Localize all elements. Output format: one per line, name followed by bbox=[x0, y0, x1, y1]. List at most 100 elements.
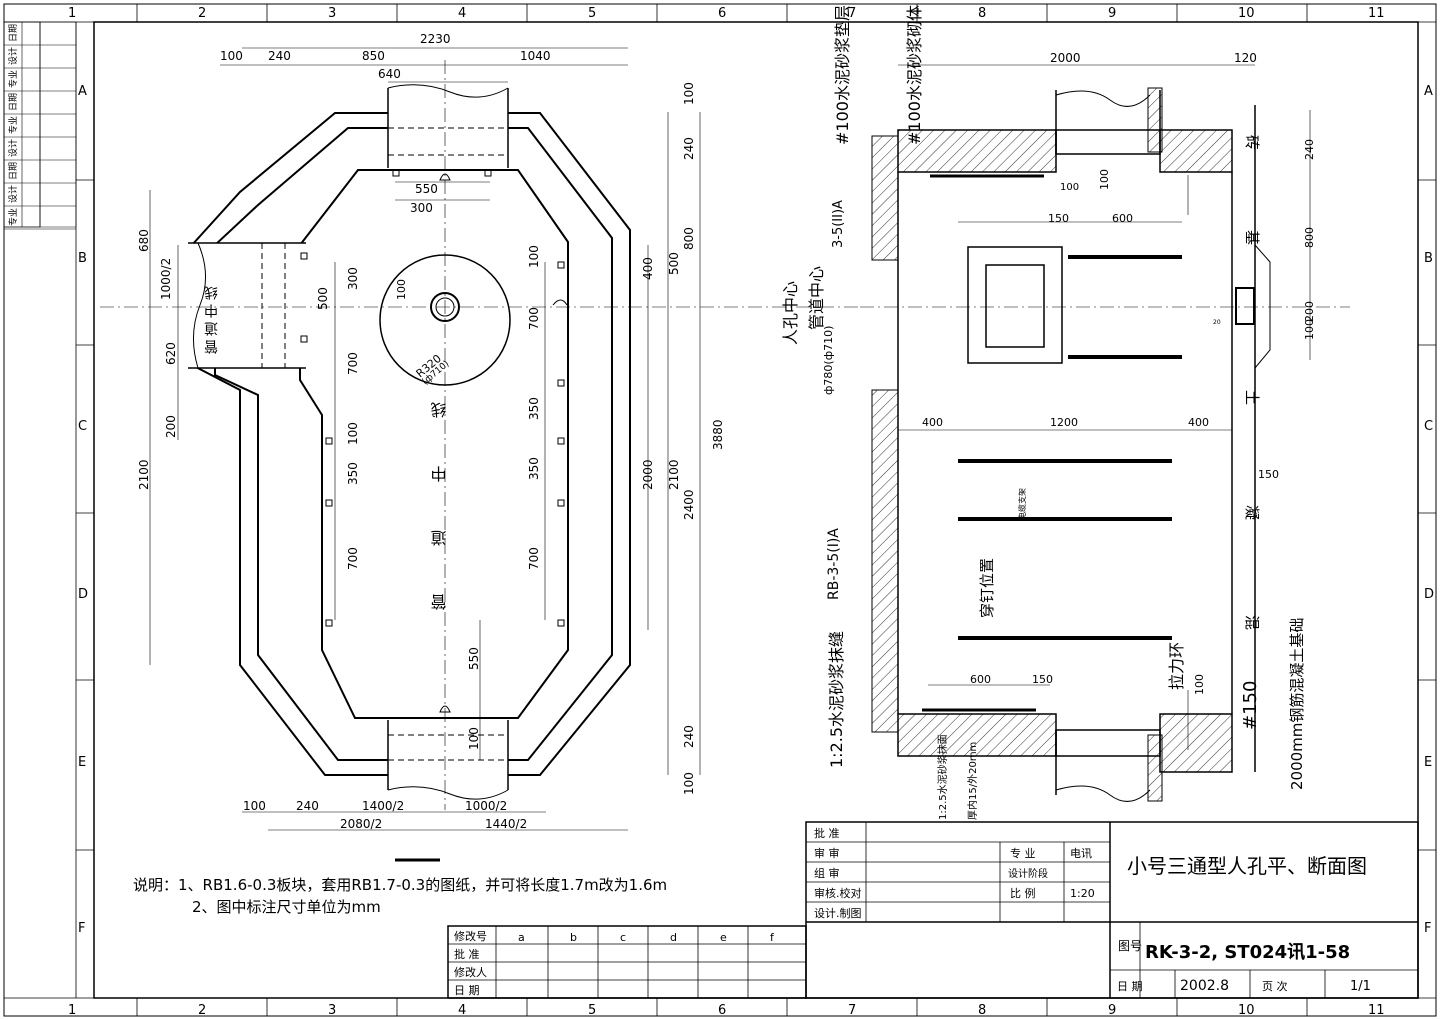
row-letter-right: E bbox=[1424, 755, 1432, 770]
plan-bottom-dim: 1400/2 bbox=[362, 799, 404, 813]
revision-row-label: 修改人 bbox=[454, 965, 487, 979]
plan-inner-dimensions: 5503003005007001003507001007003503507005… bbox=[316, 182, 681, 750]
col-number-bottom: 9 bbox=[1108, 1003, 1116, 1018]
revision-row-label: 修改号 bbox=[454, 929, 487, 943]
drawing-number: RK-3-2, ST024讯1-58 bbox=[1145, 942, 1350, 963]
section-label: RB-3-5(I)A bbox=[826, 528, 842, 600]
tb-drawing-no-label: 图号 bbox=[1118, 939, 1142, 953]
row-letter-left: E bbox=[78, 755, 86, 770]
plan-inner-dim: 350 bbox=[527, 397, 541, 420]
row-letter-left: F bbox=[78, 921, 85, 936]
plan-inner-dim: 350 bbox=[527, 457, 541, 480]
plan-top-dim: 1040 bbox=[520, 49, 551, 63]
col-number-top: 10 bbox=[1238, 6, 1255, 21]
plan-bottom-dim: 240 bbox=[296, 799, 319, 813]
plan-inner-dim: 700 bbox=[346, 352, 360, 375]
section-dim: 400 bbox=[1188, 416, 1209, 429]
section-dim: 100 bbox=[1303, 319, 1316, 340]
plan-inner-dim: 700 bbox=[527, 547, 541, 570]
plan-inner-dim: 100 bbox=[527, 245, 541, 268]
tb-role: 组 审 bbox=[814, 866, 840, 880]
plan-bottom-dim: 100 bbox=[243, 799, 266, 813]
plan-inner-dim: 550 bbox=[415, 182, 438, 196]
note-line-2: 2、图中标注尺寸单位为mm bbox=[192, 898, 381, 916]
strip-label: 日期 bbox=[8, 162, 19, 180]
tb-page-label: 页 次 bbox=[1262, 979, 1288, 993]
section-dim: 100 bbox=[1060, 182, 1079, 193]
plan-bottom-dim: 1440/2 bbox=[485, 817, 527, 831]
tb-scale-label: 比 例 bbox=[1010, 886, 1036, 900]
revision-col-label: d bbox=[670, 931, 677, 944]
section-manhole-frame bbox=[967, 246, 1063, 364]
note-line-1: 说明：1、RB1.6-0.3板块，套用RB1.7-0.3的图纸，并可将长度1.7… bbox=[133, 876, 667, 894]
plan-inner-dim: 300 bbox=[410, 201, 433, 215]
col-number-top: 3 bbox=[328, 6, 336, 21]
section-label: 2000mm钢筋混凝土基础 bbox=[1288, 618, 1306, 790]
section-top-dim: 2000 bbox=[1050, 51, 1081, 65]
section-dim: 800 bbox=[1303, 227, 1316, 248]
strip-label: 专业 bbox=[7, 70, 19, 88]
revision-col-label: a bbox=[518, 931, 525, 944]
row-letter-right: C bbox=[1424, 419, 1433, 434]
plan-left-dim: 680 bbox=[137, 229, 151, 252]
tb-role: 审 审 bbox=[814, 846, 840, 860]
col-number-bottom: 6 bbox=[718, 1003, 726, 1018]
section-dim: 200 bbox=[1303, 301, 1316, 322]
col-number-bottom: 8 bbox=[978, 1003, 986, 1018]
section-label: #100水泥砂浆垫层 bbox=[833, 5, 852, 145]
section-dim: 400 bbox=[922, 416, 943, 429]
section-dim: 1200 bbox=[1050, 416, 1078, 429]
section-dim: 600 bbox=[970, 673, 991, 686]
section-label: 1:2.5水泥砂浆抹缝 bbox=[827, 631, 846, 768]
plan-inner-dim: 100 bbox=[467, 727, 481, 750]
plan-inner-dim: 400 bbox=[641, 257, 655, 280]
section-label: 穿钉位置 bbox=[978, 558, 996, 618]
section-label: 厚内15/外20mm bbox=[966, 742, 979, 820]
strip-label: 设计 bbox=[7, 139, 19, 157]
plan-pipe-label: 1000/2 bbox=[159, 258, 173, 300]
section-label: 砖 bbox=[1243, 135, 1261, 150]
col-number-bottom: 1 bbox=[68, 1003, 76, 1018]
section-bottom-slab bbox=[897, 713, 1057, 757]
plan-outer-wall bbox=[191, 112, 631, 776]
drawing-title: 小号三通型人孔平、断面图 bbox=[1127, 854, 1367, 878]
col-number-top: 2 bbox=[198, 6, 206, 21]
section-dim: 20 bbox=[1213, 319, 1221, 326]
plan-inner-dim: 300 bbox=[346, 267, 360, 290]
col-number-top: 11 bbox=[1368, 6, 1385, 21]
plan-right-dim: 2400 bbox=[682, 489, 696, 520]
strip-label: 设计 bbox=[7, 185, 19, 203]
plan-top-dim: 2230 bbox=[420, 32, 451, 46]
tb-spec-label: 专 业 bbox=[1010, 846, 1036, 860]
row-letter-left: C bbox=[78, 419, 87, 434]
tb-scale-value: 1:20 bbox=[1070, 887, 1095, 900]
tb-role: 审核.校对 bbox=[814, 886, 862, 900]
tb-role: 设计.制图 bbox=[814, 907, 862, 920]
plan-bottom-dim: 2080/2 bbox=[340, 817, 382, 831]
strip-label: 专业 bbox=[7, 208, 19, 226]
col-number-top: 1 bbox=[68, 6, 76, 21]
section-dim: 600 bbox=[1112, 212, 1133, 225]
plan-right-dim: 100 bbox=[682, 772, 696, 795]
row-letter-left: D bbox=[78, 587, 88, 602]
plan-top-dim: 640 bbox=[378, 67, 401, 81]
tb-spec-value: 电讯 bbox=[1070, 847, 1092, 860]
section-labels: #100水泥砂浆砌体#100水泥砂浆垫层3-5(II)A人孔中心管道中心ф780… bbox=[781, 5, 1306, 820]
col-number-bottom: 7 bbox=[848, 1003, 856, 1018]
strip-label: 设计 bbox=[7, 47, 19, 65]
plan-inner-dim: 100 bbox=[346, 422, 360, 445]
col-number-top: 4 bbox=[458, 6, 466, 21]
plan-right-dim: 2100 bbox=[667, 459, 681, 490]
col-number-top: 8 bbox=[978, 6, 986, 21]
row-letter-right: B bbox=[1424, 251, 1433, 266]
section-label: 凝 bbox=[1243, 505, 1261, 520]
plan-inner-dim: 700 bbox=[527, 307, 541, 330]
